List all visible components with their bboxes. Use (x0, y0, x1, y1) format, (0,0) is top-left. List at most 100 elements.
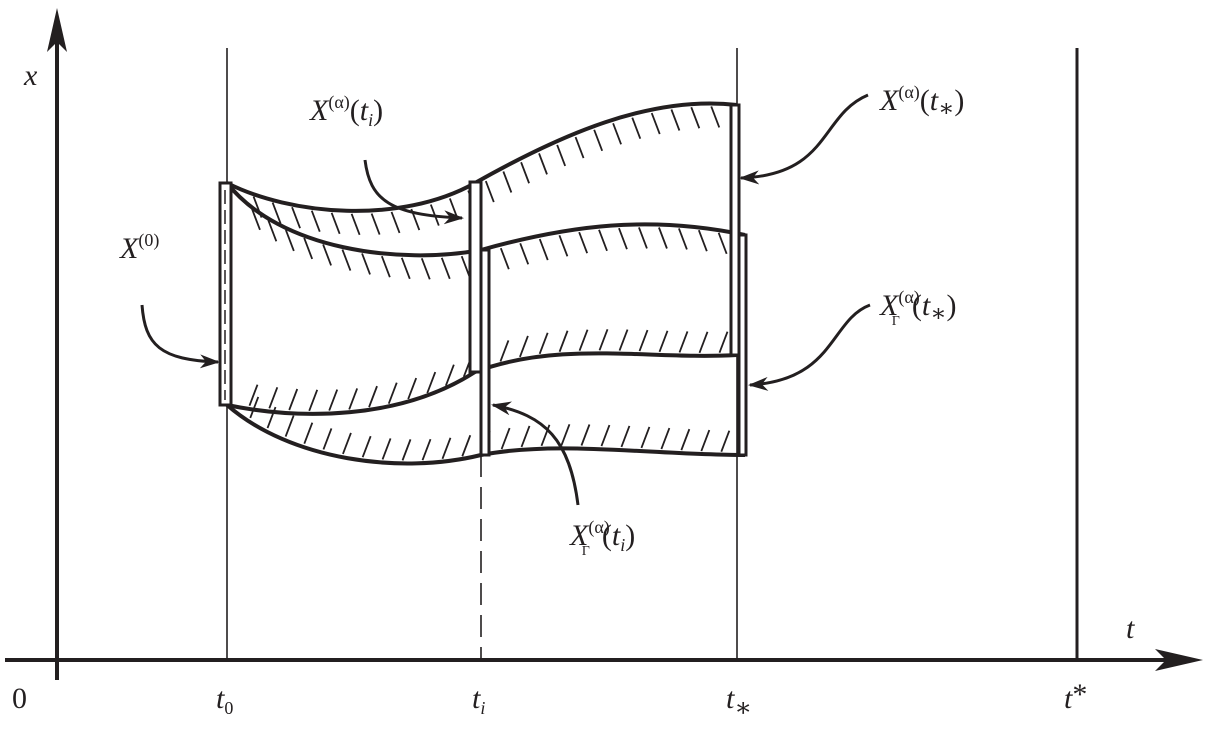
XG-ts-section (737, 233, 748, 457)
hatch-mark (710, 106, 721, 128)
hatch-mark (342, 432, 352, 455)
XG-ti-section (479, 248, 491, 457)
hatch-mark (578, 231, 588, 254)
hatch-mark (640, 426, 651, 449)
hatch-mark (558, 330, 569, 353)
label-XG-ts: X(α)Γ(t∗) (879, 287, 957, 329)
tick-tstar-upper: t* (1064, 678, 1087, 715)
hatch-mark (612, 123, 622, 145)
hatch-mark (390, 211, 401, 234)
hatch-mark (638, 227, 648, 249)
label-X0: X(0) (119, 230, 159, 265)
label-XG-ti: X(α)Γ(ti) (569, 517, 635, 559)
hatch-mark (421, 438, 432, 461)
hatch-mark (400, 257, 411, 280)
hatch-mark (519, 243, 530, 265)
hatch-mark (328, 389, 339, 411)
y-axis-arrow-icon (47, 8, 67, 52)
hatch-mark (538, 238, 549, 261)
hatch-mark (560, 424, 571, 446)
hatch-mark (697, 229, 708, 252)
hatch-mark (558, 234, 569, 257)
hatch-mark (420, 258, 431, 280)
Xa-ts-section (729, 103, 741, 357)
hatch-mark (556, 144, 566, 167)
hatch-mark (520, 161, 530, 184)
hatch-mark (620, 425, 631, 448)
hatch-mark (461, 434, 472, 457)
arrow-XG-ts-icon (748, 303, 871, 391)
hatch-mark (370, 213, 381, 235)
hatch-mark (381, 438, 392, 460)
hatch-mark (426, 371, 437, 394)
hatch-mark (348, 388, 359, 410)
hatch-mark (361, 253, 371, 275)
hatch-mark (271, 202, 282, 224)
hatch-mark (341, 249, 352, 271)
hatch-mark (690, 106, 701, 129)
hatch-mark (252, 196, 263, 218)
hatch-mark (251, 208, 261, 231)
hatch-mark (500, 427, 511, 450)
hatch-mark (310, 210, 321, 232)
hatch-mark (519, 335, 529, 358)
hatch-mark (538, 153, 548, 175)
y-axis-label: x (23, 59, 38, 92)
hatch-mark (670, 109, 681, 131)
hatch-mark (658, 330, 669, 353)
hatch-mark (303, 422, 314, 444)
hatch-mark (578, 329, 589, 351)
hatch-mark (322, 244, 332, 266)
hatch-mark (598, 329, 609, 351)
hatch-mark (538, 332, 549, 355)
arrow-Xa-ti-icon (363, 159, 464, 225)
hatch-mark (248, 384, 259, 407)
gamma-set-top-curve (225, 181, 746, 258)
hatch-mark (445, 364, 455, 387)
hatch-mark (267, 220, 278, 242)
hatch-mark (268, 386, 279, 409)
hatch-mark (700, 429, 711, 452)
arrow-Xa-ts-icon (739, 93, 869, 185)
hatch-mark (638, 329, 649, 352)
arrow-XG-ti-icon (491, 401, 580, 506)
arrow-X0-icon (140, 304, 220, 369)
hatch-mark (718, 331, 729, 354)
hatch-mark (266, 406, 277, 429)
hatch-mark (407, 377, 418, 400)
hatch-mark (440, 257, 451, 280)
hatch-mark (520, 425, 531, 448)
hatch-mark (460, 255, 471, 278)
hatch-mark (660, 427, 671, 450)
Xa-ti-section (468, 180, 483, 374)
hatch-mark (678, 331, 689, 353)
hatch-mark (291, 206, 301, 229)
x-axis-arrow-icon (1155, 649, 1203, 671)
hatch-mark (678, 228, 688, 250)
hatch-mark (330, 212, 341, 235)
hatch-mark (618, 227, 628, 250)
hatch-mark (502, 171, 513, 193)
hatch-mark (499, 247, 510, 270)
hatch-mark (600, 424, 611, 447)
hatch-mark (387, 382, 398, 405)
hatch-mark (631, 117, 642, 140)
hatch-mark (658, 227, 668, 249)
tick-t0: t0 (216, 682, 233, 718)
x-axis-label: t (1126, 612, 1135, 645)
hatch-mark (580, 424, 591, 446)
hatch-mark (322, 428, 333, 450)
hatch-mark (381, 255, 391, 278)
hatch-mark (350, 213, 361, 236)
hatch-mark (284, 415, 295, 437)
hatch-mark (249, 396, 260, 419)
hatch-mark (401, 439, 412, 461)
hatch-mark (499, 340, 510, 362)
hatch-mark (441, 437, 452, 460)
hatch-mark (618, 329, 629, 351)
label-Xa-ti: X(α)(ti) (309, 92, 383, 130)
origin-label: 0 (12, 682, 27, 715)
hatch-mark (593, 129, 604, 152)
hatch-mark (288, 388, 299, 411)
